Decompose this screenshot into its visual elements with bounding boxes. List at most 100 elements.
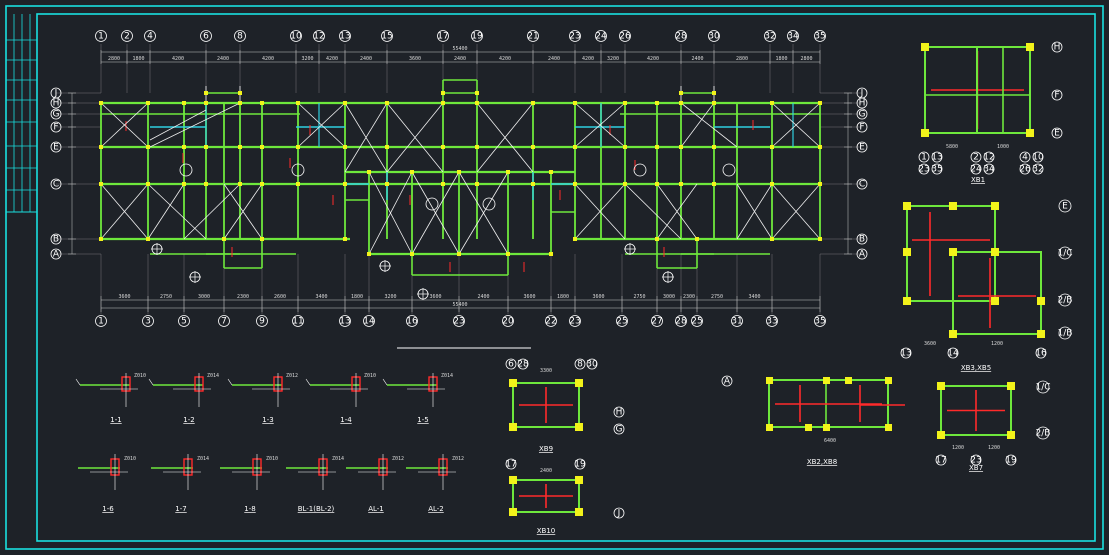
slab-title-xb2: XB2,XB8 bbox=[807, 458, 837, 466]
axis-label: 6 bbox=[508, 360, 514, 370]
dimension-text: 2400 bbox=[548, 56, 560, 62]
column bbox=[818, 182, 822, 186]
axis-bubble-circle bbox=[339, 315, 351, 327]
rebar-note: Z014 bbox=[332, 456, 344, 462]
axis-label: B bbox=[53, 235, 59, 245]
axis-label: 1 bbox=[98, 317, 104, 327]
axis-bubble-circle bbox=[339, 30, 351, 42]
axis-bubble: 34 bbox=[787, 30, 799, 42]
axis-bubble: 16 bbox=[1035, 347, 1047, 359]
axis-label: G bbox=[859, 110, 866, 120]
axis-bubble-circle bbox=[856, 97, 868, 109]
axis-bubble-circle bbox=[721, 375, 733, 387]
section-detail: Z010 1-6 bbox=[78, 454, 136, 513]
axis-label: F bbox=[859, 123, 864, 133]
column bbox=[222, 237, 226, 241]
axis-bubble: 23 bbox=[970, 454, 982, 466]
column bbox=[623, 182, 627, 186]
slab-dimension: 3600 bbox=[924, 341, 936, 347]
dimension-text: 4200 bbox=[582, 56, 594, 62]
slab-xb10 bbox=[509, 476, 583, 516]
column bbox=[296, 101, 300, 105]
axis-label: 16 bbox=[1035, 349, 1047, 359]
column bbox=[343, 182, 347, 186]
axis-bubble: 10 bbox=[290, 30, 302, 42]
axis-bubble: 15 bbox=[381, 30, 393, 42]
axis-bubble: G bbox=[50, 108, 62, 120]
axis-bubble: A bbox=[721, 375, 733, 387]
column bbox=[506, 252, 510, 256]
axis-label: 17 bbox=[437, 32, 448, 42]
slab-dimension: 2400 bbox=[540, 468, 552, 474]
column bbox=[260, 237, 264, 241]
column bbox=[679, 101, 683, 105]
column bbox=[509, 423, 517, 431]
axis-bubble-circle bbox=[970, 454, 982, 466]
axis-bubble-circle bbox=[218, 315, 230, 327]
axis-bubble: 3 bbox=[142, 315, 154, 327]
rebar-note: Z010 bbox=[364, 373, 376, 379]
axis-bubble: 19 bbox=[574, 458, 586, 470]
axis-bubble: 13 bbox=[931, 151, 943, 163]
axis-bubble-circle bbox=[178, 315, 190, 327]
axis-bubble: E bbox=[1058, 199, 1072, 213]
column bbox=[475, 182, 479, 186]
axis-bubble-circle bbox=[918, 163, 930, 175]
column bbox=[949, 330, 957, 338]
axis-label: 17 bbox=[505, 460, 516, 470]
column bbox=[238, 182, 242, 186]
axis-bubble-circle bbox=[50, 233, 62, 245]
axis-bubble: 1 bbox=[95, 315, 107, 327]
rebar-note: Z010 bbox=[124, 456, 136, 462]
rebar-note: Z014 bbox=[197, 456, 209, 462]
axis-label: 26 bbox=[1019, 165, 1031, 175]
slab-title-xb10: XB10 bbox=[537, 527, 556, 535]
axis-bubble-circle bbox=[545, 315, 557, 327]
axis-bubble-circle bbox=[731, 315, 743, 327]
slab-diagonal bbox=[149, 102, 241, 148]
slab-diagonal bbox=[147, 183, 185, 240]
detail-title: 1-6 bbox=[102, 505, 114, 513]
axis-bubble: E bbox=[856, 141, 868, 153]
dimension-text: 1800 bbox=[775, 56, 787, 62]
axis-label: 35 bbox=[814, 32, 825, 42]
axis-label: G bbox=[53, 110, 60, 120]
axis-bubble-circle bbox=[595, 30, 607, 42]
axis-bubble-circle bbox=[1051, 41, 1063, 53]
detail-title: 1-3 bbox=[262, 416, 273, 424]
axis-bubble: H bbox=[50, 97, 62, 109]
rebar-note: Z012 bbox=[392, 456, 404, 462]
dimension-text: 2400 bbox=[454, 56, 466, 62]
axis-bubble-circle bbox=[569, 315, 581, 327]
axis-bubble-circle bbox=[290, 30, 302, 42]
axis-label: 9 bbox=[259, 317, 265, 327]
axis-bubble-circle bbox=[586, 358, 598, 370]
dimension-text: 3000 bbox=[198, 294, 210, 300]
axis-label: 21 bbox=[527, 32, 538, 42]
axis-bubble-circle bbox=[406, 315, 418, 327]
slab-diagonal bbox=[344, 102, 388, 173]
slab-diagonal bbox=[574, 183, 626, 240]
slab-diagonal bbox=[574, 102, 626, 148]
axis-bubble-circle bbox=[616, 315, 628, 327]
detail-title: 1-8 bbox=[244, 505, 255, 513]
column bbox=[712, 91, 716, 95]
column bbox=[818, 101, 822, 105]
axis-label: 32 bbox=[1032, 165, 1043, 175]
column bbox=[991, 202, 999, 210]
overall-dimension-text: 55400 bbox=[452, 46, 467, 52]
axis-label: 1 bbox=[98, 32, 104, 42]
column bbox=[204, 101, 208, 105]
axis-bubble: A bbox=[856, 248, 868, 260]
axis-bubble-circle bbox=[935, 454, 947, 466]
dimension-text: 4200 bbox=[172, 56, 184, 62]
leader bbox=[75, 378, 81, 386]
column bbox=[655, 237, 659, 241]
axis-bubble: C bbox=[856, 178, 868, 190]
axis-label: 15 bbox=[381, 32, 392, 42]
slab-title-xb1: XB1 bbox=[971, 176, 985, 184]
axis-bubble-circle bbox=[1032, 163, 1044, 175]
slab-diagonal bbox=[680, 102, 738, 148]
